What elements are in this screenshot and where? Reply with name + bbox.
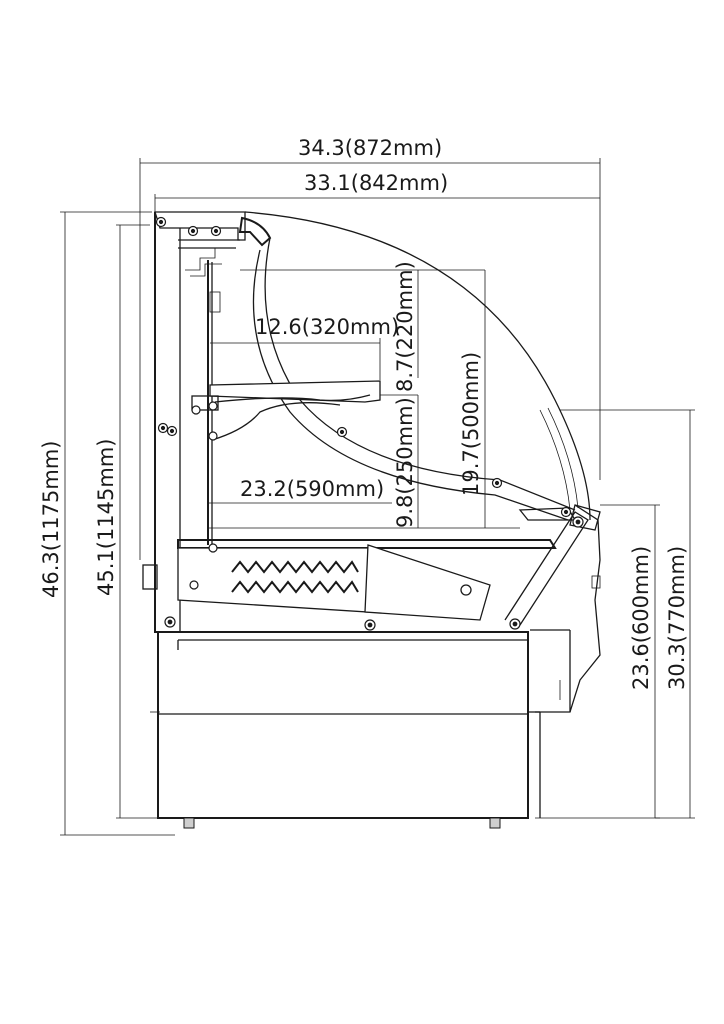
overall-height-label: 46.3(1175mm) [39,441,63,599]
lower-clearance-label: 9.8(250mm) [393,397,417,528]
overall-depth-label: 34.3(872mm) [298,136,442,160]
counter-height-label: 23.6(600mm) [629,546,653,690]
shelf-clearance-label: 8.7(220mm) [393,261,417,392]
dimension-lines [60,158,695,836]
front-counter [504,504,601,713]
upper-shelf [191,380,381,441]
curved-front-glass [244,211,591,521]
deck-depth-label: 23.2(590mm) [240,477,384,501]
shelf-depth-label: 12.6(320mm) [255,315,399,339]
cabinet-height-label: 45.1(1145mm) [94,439,118,597]
fasteners [155,216,584,631]
base-stand [150,631,541,829]
front-support-arm [238,216,601,531]
display-height-label: 19.7(500mm) [459,352,483,496]
right-foot [489,817,501,829]
lower-deck [177,539,557,621]
cabinet-depth-label: 33.1(842mm) [304,171,448,195]
left-foot [183,817,195,829]
glass-height-label: 30.3(770mm) [665,546,689,690]
